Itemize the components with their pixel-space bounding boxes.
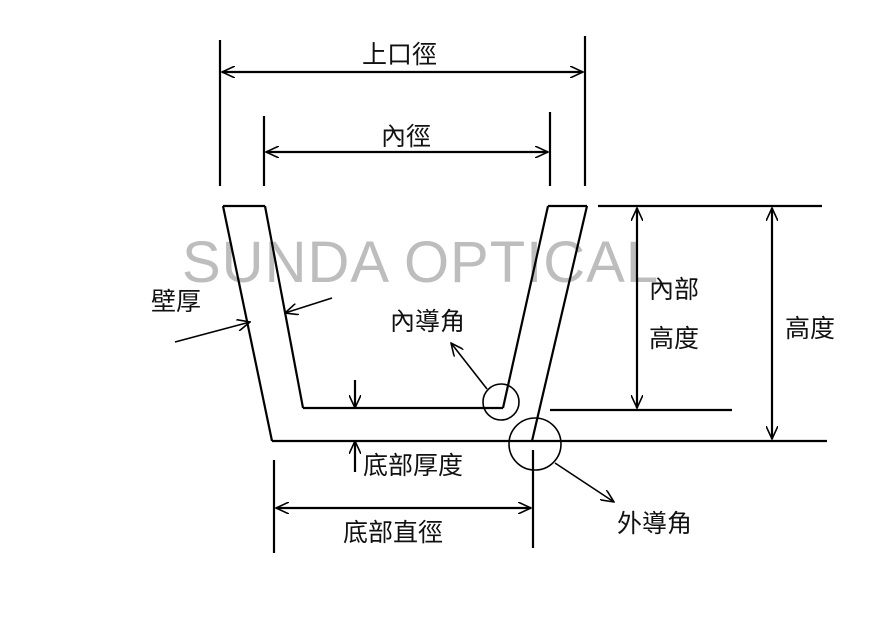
inner-diameter-label: 內徑: [381, 122, 431, 151]
height-label: 高度: [785, 314, 835, 343]
inner-fillet-marker: [451, 343, 520, 421]
bottom-diameter-dimension: [272, 450, 535, 553]
outer-fillet-label: 外導角: [617, 509, 692, 538]
inner-diameter-dimension: [262, 112, 552, 186]
inner-fillet-label: 內導角: [390, 307, 465, 336]
bottom-diameter-label: 底部直徑: [343, 518, 443, 547]
crucible-outline: [221, 204, 589, 443]
inner-height-label-line2: 高度: [649, 324, 699, 353]
wall-thickness-dimension: [174, 297, 333, 343]
top-diameter-dimension: [218, 36, 587, 186]
inner-height-dimension: [550, 204, 732, 412]
bottom-thickness-label: 底部厚度: [363, 451, 463, 480]
outer-fillet-marker: [508, 417, 614, 502]
height-dimension: [532, 204, 827, 443]
top-diameter-label: 上口徑: [362, 40, 437, 69]
wall-thickness-label: 壁厚: [151, 287, 201, 316]
inner-height-label-line1: 內部: [649, 275, 699, 304]
watermark-text: SUNDA OPTICAL: [182, 230, 659, 295]
